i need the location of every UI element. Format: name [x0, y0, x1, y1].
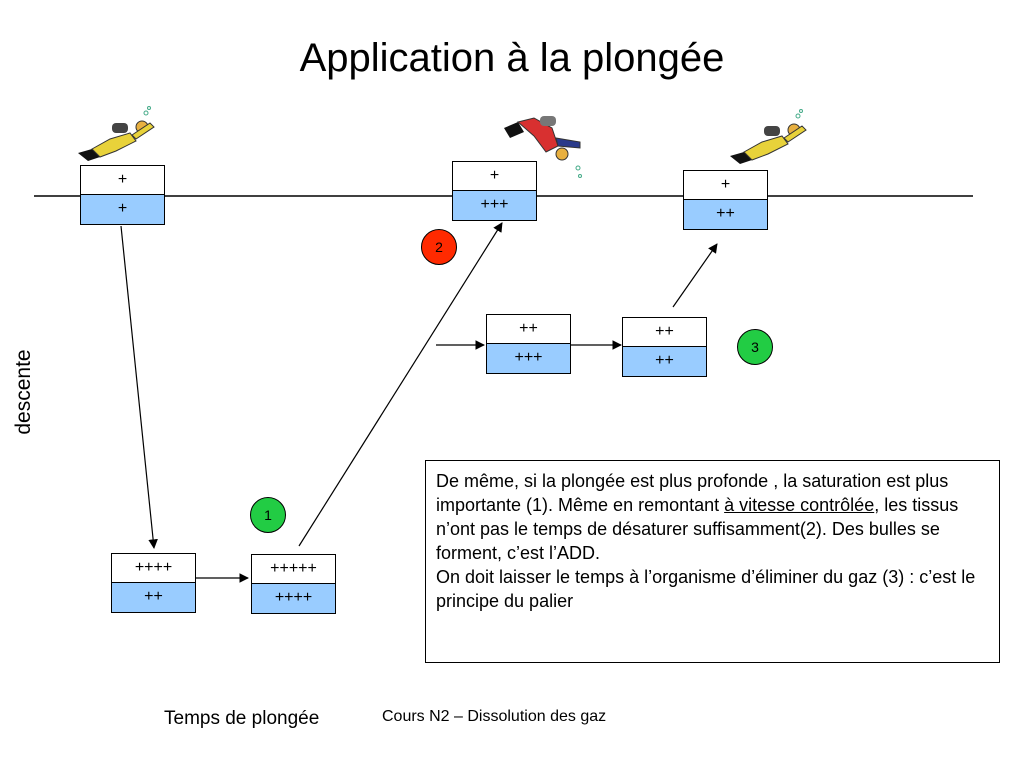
explanation-text-2: , les tissus n’ont pas le temps de désat… — [436, 495, 959, 563]
diver-ascending-icon — [504, 116, 582, 178]
box-bottom-start-top: ++++ — [112, 554, 195, 583]
footer-text: Cours N2 – Dissolution des gaz — [382, 708, 607, 725]
box-surface-fast: + +++ — [452, 161, 537, 221]
box-bottom-end-top: +++++ — [252, 555, 335, 584]
explanation-box: De même, si la plongée est plus profonde… — [425, 460, 1000, 663]
box-stop-end-bottom: ++ — [623, 347, 706, 376]
explanation-underlined: à vitesse contrôlée — [724, 495, 875, 515]
box-surface-fast-top: + — [453, 162, 536, 191]
descent-axis-label: descente — [12, 349, 35, 435]
explanation-text-3: On doit laisser le temps à l’organisme d… — [436, 567, 976, 611]
descent-arrow — [120, 225, 158, 549]
box-surface-fast-bottom: +++ — [453, 191, 536, 220]
page-title: Application à la plongée — [299, 36, 725, 80]
badge-1: 1 — [250, 497, 286, 533]
box-stop-start-top: ++ — [487, 315, 570, 344]
box-bottom-end: +++++ ++++ — [251, 554, 336, 614]
box-stop-end-top: ++ — [623, 318, 706, 347]
badge-2: 2 — [421, 229, 457, 265]
box-surface-slow-top: + — [684, 171, 767, 200]
box-surface-slow-bottom: ++ — [684, 200, 767, 229]
box-bottom-end-bottom: ++++ — [252, 584, 335, 613]
diver-icon — [730, 109, 807, 164]
time-axis-label: Temps de plongée — [164, 708, 320, 729]
final-ascent-arrow — [672, 243, 718, 308]
box-bottom-start-bottom: ++ — [112, 583, 195, 612]
box-stop-end: ++ ++ — [622, 317, 707, 377]
badge-3: 3 — [737, 329, 773, 365]
box-surface-start: + + — [80, 165, 165, 225]
fast-ascent-arrow — [298, 222, 503, 547]
box-bottom-start: ++++ ++ — [111, 553, 196, 613]
box-surface-start-bottom: + — [81, 195, 164, 224]
box-surface-slow: + ++ — [683, 170, 768, 230]
box-stop-start: ++ +++ — [486, 314, 571, 374]
box-stop-start-bottom: +++ — [487, 344, 570, 373]
explanation-text-1: De même, si la plongée est plus profonde… — [436, 471, 949, 515]
box-surface-start-top: + — [81, 166, 164, 195]
diver-icon — [78, 106, 155, 161]
